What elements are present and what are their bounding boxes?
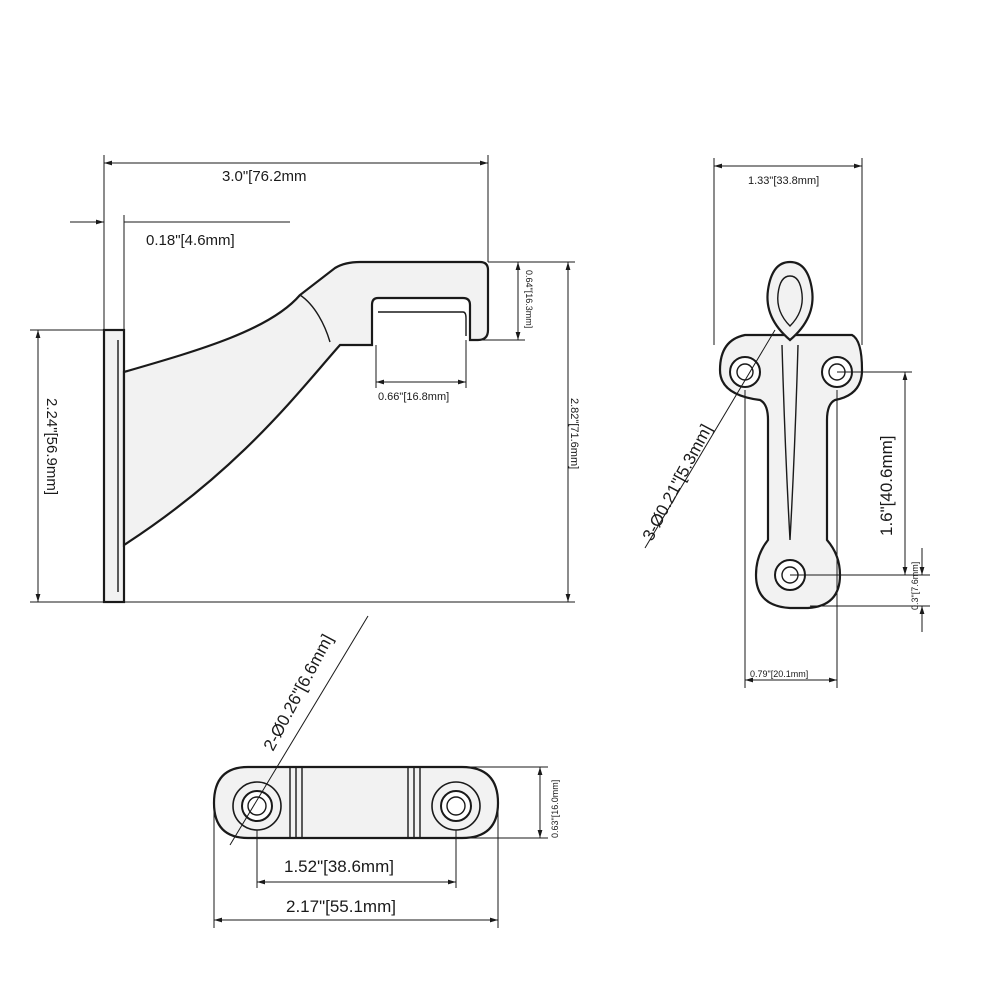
- top-view: 2-Ø0.26"[6.6mm] 0.63"[16.0mm] 1.52"[38.6…: [212, 615, 560, 928]
- front-hole-spec-label: 3-Ø0.21"[5.3mm]: [639, 421, 716, 544]
- side-overall-length-label: 3.0"[76.2mm: [222, 168, 307, 185]
- side-plate-thickness-label: 0.18"[4.6mm]: [146, 232, 235, 249]
- side-overall-height-label: 2.82"[71.6mm]: [568, 398, 580, 469]
- side-view-wall-plate: [102, 328, 126, 604]
- front-bottom-offset-label: 0.3"[7.6mm]: [910, 562, 920, 610]
- top-hole-spacing-label: 1.52"[38.6mm]: [284, 857, 394, 876]
- side-plate-height-label: 2.24"[56.9mm]: [43, 398, 60, 495]
- top-overall-length-label: 2.17"[55.1mm]: [286, 897, 396, 916]
- top-height-label: 0.63"[16.0mm]: [550, 780, 560, 838]
- side-saddle-width-label: 0.66"[16.8mm]: [378, 391, 449, 403]
- side-view-arm: [122, 260, 490, 548]
- front-hole-horizontal-offset-label: 0.79"[20.1mm]: [750, 669, 808, 679]
- side-view: 3.0"[76.2mm 0.18"[4.6mm] 2.24"[56.9mm] 2…: [30, 155, 580, 604]
- top-hole-spec-label: 2-Ø0.26"[6.6mm]: [260, 631, 337, 754]
- front-hole-vertical-spacing-label: 1.6"[40.6mm]: [877, 435, 896, 536]
- front-view-loop: [766, 260, 814, 342]
- front-width-label: 1.33"[33.8mm]: [748, 175, 819, 187]
- front-view: 1.33"[33.8mm] 3-Ø0.21"[5.3mm] 1.6"[40.6m…: [639, 158, 930, 688]
- side-saddle-depth-label: 0.64"[16.3mm]: [524, 270, 534, 328]
